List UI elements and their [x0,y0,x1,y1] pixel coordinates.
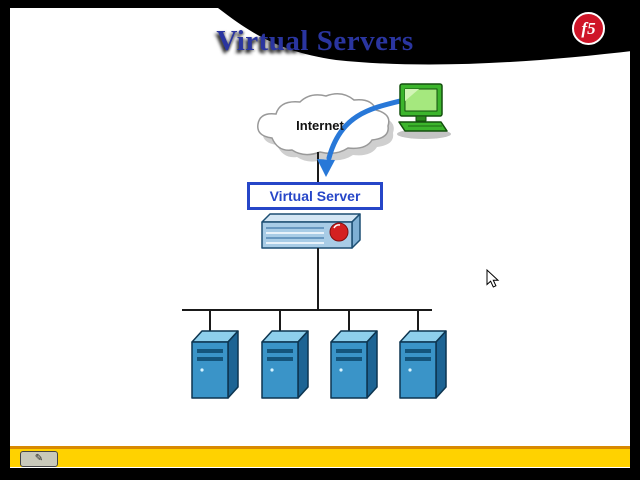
virtual-server-box: Virtual Server [247,182,383,210]
annotation-tool-button[interactable]: ✎ [20,451,58,467]
slide-canvas [10,8,630,468]
f5-logo-text: f5 [581,19,596,38]
slide-title: Virtual Servers [216,25,414,57]
internet-cloud-label: Internet [296,118,344,133]
pencil-icon: ✎ [34,453,44,464]
footer-bar: ✎ [10,446,630,467]
f5-logo: f5 [572,12,605,45]
virtual-server-label: Virtual Server [269,188,361,204]
